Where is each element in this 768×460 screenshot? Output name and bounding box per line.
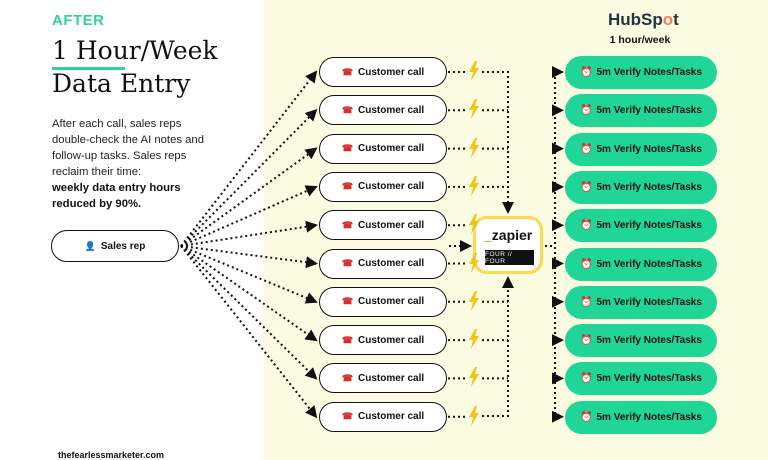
customer-call-node: ☎ Customer call [319,210,447,241]
lightning-icon [469,367,479,388]
lightning-icon [469,137,479,158]
verify-task-label: 5m Verify Notes/Tasks [596,67,702,78]
phone-icon: ☎ [341,334,354,345]
verify-task-node: ⏰5m Verify Notes/Tasks [565,285,717,319]
clock-icon: ⏰ [580,105,593,117]
verify-task-node: ⏰5m Verify Notes/Tasks [565,247,717,281]
lightning-icon [469,214,479,235]
customer-call-label: Customer call [358,181,425,193]
title-line-2: Data Entry [52,69,191,98]
clock-icon: ⏰ [580,258,593,270]
customer-call-node: ☎ Customer call [319,57,447,87]
phone-icon: ☎ [341,372,354,383]
lightning-icon [469,175,479,196]
verify-task-label: 5m Verify Notes/Tasks [596,143,702,155]
phone-icon: ☎ [341,411,354,422]
clock-icon: ⏰ [580,67,593,78]
customer-call-node: ☎ Customer call [319,363,447,394]
phone-icon: ☎ [341,143,354,154]
clock-icon: ⏰ [580,296,593,308]
customer-call-node: ☎ Customer call [319,325,447,356]
verify-task-node: ⏰5m Verify Notes/Tasks [565,56,717,89]
verify-task-label: 5m Verify Notes/Tasks [596,181,702,193]
verify-task-node: ⏰5m Verify Notes/Tasks [565,170,717,204]
description-text: After each call, sales reps double-check… [52,118,204,178]
phone-icon: ☎ [341,66,354,77]
clock-icon: ⏰ [580,181,593,193]
lightning-icon [469,61,479,81]
customer-call-label: Customer call [358,334,425,346]
phone-icon: ☎ [341,104,354,115]
verify-task-label: 5m Verify Notes/Tasks [596,411,702,423]
clock-icon: ⏰ [580,411,593,423]
customer-call-label: Customer call [358,143,425,155]
fourfour-logo: FOUR // FOUR [485,250,534,265]
customer-call-label: Customer call [358,411,425,423]
sales-rep-node: 👤 Sales rep [51,230,179,262]
sales-rep-label: Sales rep [100,240,146,252]
clock-icon: ⏰ [580,220,593,232]
verify-task-node: ⏰5m Verify Notes/Tasks [565,324,717,358]
lightning-icon [469,329,479,350]
after-tag: AFTER [52,12,105,29]
customer-call-node: ☎ Customer call [319,95,447,126]
title-underline [52,67,125,70]
customer-call-label: Customer call [358,372,425,384]
phone-icon: ☎ [341,296,354,307]
verify-task-node: ⏰5m Verify Notes/Tasks [565,209,717,243]
customer-call-node: ☎ Customer call [319,401,447,432]
verify-task-label: 5m Verify Notes/Tasks [596,335,702,347]
customer-call-label: Customer call [358,104,425,116]
lightning-icon [469,252,479,273]
verify-task-label: 5m Verify Notes/Tasks [596,373,702,385]
clock-icon: ⏰ [580,143,593,155]
lightning-icon [469,290,479,311]
verify-task-node: ⏰5m Verify Notes/Tasks [565,132,717,166]
verify-task-label: 5m Verify Notes/Tasks [596,220,702,232]
description: After each call, sales reps double-check… [52,116,212,212]
customer-call-label: Customer call [358,66,425,78]
hubspot-subtitle: 1 hour/week [609,34,671,46]
verify-task-label: 5m Verify Notes/Tasks [596,258,702,270]
description-highlight: weekly data entry hours reduced by 90%. [52,182,181,210]
customer-call-node: ☎ Customer call [319,171,447,202]
customer-call-label: Customer call [358,258,425,269]
phone-icon: ☎ [341,181,354,192]
verify-task-label: 5m Verify Notes/Tasks [596,296,702,308]
customer-call-node: ☎ Customer call [319,248,447,279]
hubspot-logo: HubSpot [608,10,679,29]
verify-task-node: ⏰5m Verify Notes/Tasks [565,362,717,396]
footer-url: thefearlessmarketer.com [58,450,165,460]
customer-call-label: Customer call [358,296,425,308]
person-icon: 👤 [84,240,96,251]
phone-icon: ☎ [341,258,354,268]
lightning-icon [469,99,479,120]
title-line-1: 1 Hour/Week [52,36,218,65]
lightning-icon [469,405,479,426]
zapier-hub: _zapier FOUR // FOUR [473,216,543,274]
verify-task-node: ⏰5m Verify Notes/Tasks [565,94,717,128]
page-title: 1 Hour/Week Data Entry [52,34,218,100]
phone-icon: ☎ [341,219,354,230]
customer-call-label: Customer call [358,219,425,231]
clock-icon: ⏰ [580,335,593,347]
verify-task-node: ⏰5m Verify Notes/Tasks [565,400,717,434]
customer-call-node: ☎ Customer call [319,133,447,164]
clock-icon: ⏰ [580,373,593,385]
verify-task-label: 5m Verify Notes/Tasks [596,105,702,117]
zapier-logo: _zapier [484,227,533,243]
customer-call-node: ☎ Customer call [319,286,447,317]
